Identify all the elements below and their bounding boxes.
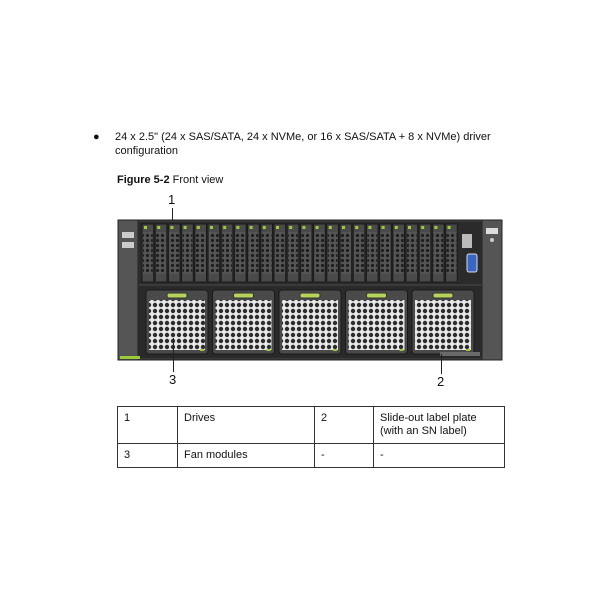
fan-module: [278, 289, 342, 355]
table-cell: -: [373, 443, 505, 468]
drive-bay: [313, 223, 326, 283]
server-front-view-figure: 1: [110, 188, 510, 398]
callout-2-line: [441, 354, 442, 374]
drive-bay: [207, 223, 221, 283]
figure-caption-text: Front view: [169, 174, 224, 186]
fan-module: [345, 289, 408, 355]
drive-bay: [260, 223, 274, 283]
drive-bay: [220, 223, 234, 283]
figure-caption: Figure 5-2 Front view: [117, 174, 223, 186]
drive-bay: [379, 223, 392, 283]
callout-1-number: 1: [168, 192, 176, 207]
bullet-dot: ●: [93, 131, 100, 143]
table-cell: 2: [314, 406, 374, 444]
server-chassis-drawing: [117, 219, 503, 361]
drive-bay: [431, 223, 445, 283]
figure-caption-label: Figure 5-2: [117, 174, 170, 186]
table-row: 1 Drives 2 Slide-out label plate (with a…: [117, 406, 505, 444]
drive-bay: [326, 223, 340, 283]
fan-module: [411, 289, 475, 355]
table-cell: -: [314, 443, 374, 468]
fan-module: [145, 289, 209, 355]
legend-table: 1 Drives 2 Slide-out label plate (with a…: [117, 406, 505, 468]
callout-2-number: 2: [437, 374, 445, 389]
drive-bay: [154, 223, 168, 283]
drive-bay: [405, 223, 419, 283]
drive-bay: [418, 223, 432, 283]
drive-bay: [392, 223, 405, 283]
drive-bay: [233, 223, 247, 283]
table-cell: 3: [117, 443, 178, 468]
drive-bay: [299, 223, 313, 283]
bullet-text: 24 x 2.5" (24 x SAS/SATA, 24 x NVMe, or …: [115, 131, 491, 157]
drive-bay: [194, 223, 208, 283]
drive-bay: [445, 223, 458, 283]
table-cell: Fan modules: [177, 443, 315, 468]
drive-bay: [247, 223, 260, 283]
table-cell: 1: [117, 406, 178, 444]
fan-module: [212, 289, 275, 355]
drive-bay: [365, 223, 379, 283]
drive-bay: [141, 223, 155, 283]
drive-bay: [352, 223, 366, 283]
drive-bay: [286, 223, 300, 283]
drive-bay: [181, 223, 194, 283]
table-cell: Slide-out label plate (with an SN label): [373, 406, 505, 444]
callout-3-number: 3: [169, 372, 177, 387]
callout-3-line: [173, 338, 174, 372]
table-row: 3 Fan modules - -: [117, 443, 505, 468]
drive-bay: [167, 223, 181, 283]
table-cell: Drives: [177, 406, 315, 444]
drive-bay: [339, 223, 353, 283]
drive-bay: [273, 223, 287, 283]
